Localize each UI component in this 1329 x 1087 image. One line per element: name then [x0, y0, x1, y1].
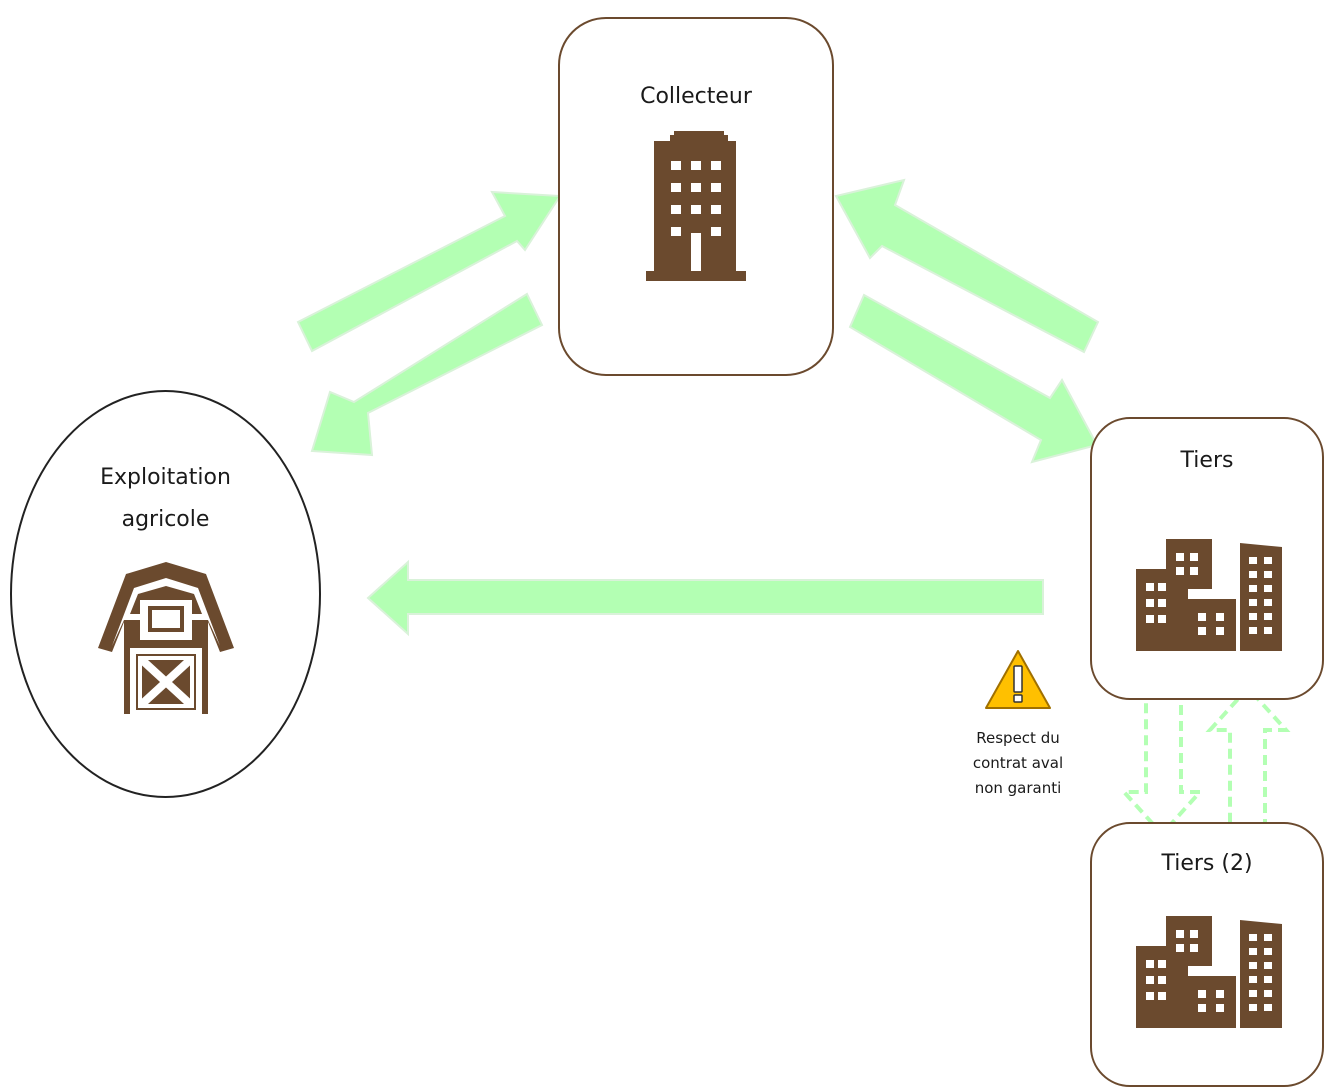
arrow-tiers-to-collecteur — [834, 178, 1100, 354]
city-buildings-icon — [1136, 916, 1282, 1028]
exploitation-node: Exploitation agricole — [10, 390, 321, 798]
warning-text-line2: contrat aval — [972, 754, 1064, 772]
arrow-collecteur-to-exploitation — [310, 292, 544, 457]
exploitation-label-line1: Exploitation — [100, 465, 231, 490]
arrow-exploitation-to-collecteur — [296, 190, 562, 353]
collecteur-node: Collecteur — [558, 17, 834, 376]
tiers2-label: Tiers (2) — [1161, 851, 1253, 876]
exploitation-label-line2: agricole — [121, 507, 210, 532]
tiers2-node: Tiers (2) — [1090, 822, 1324, 1087]
arrow-tiers-to-exploitation — [366, 559, 1044, 637]
arrow-tiers2-to-tiers-dashed — [1205, 685, 1291, 828]
collecteur-label: Collecteur — [640, 84, 752, 109]
arrow-tiers-to-tiers2-dashed — [1119, 690, 1205, 837]
warning-triangle-icon — [985, 650, 1051, 709]
arrow-collecteur-to-tiers — [848, 293, 1099, 464]
tiers-label: Tiers — [1180, 448, 1234, 473]
warning-text-line1: Respect du — [976, 729, 1060, 747]
warning-note: Respect du contrat aval non garanti — [948, 648, 1088, 801]
warning-text-line3: non garanti — [974, 779, 1062, 797]
tiers-node: Tiers — [1090, 417, 1324, 700]
office-building-icon — [646, 131, 746, 281]
barn-icon — [98, 562, 234, 714]
city-buildings-icon — [1136, 539, 1282, 651]
